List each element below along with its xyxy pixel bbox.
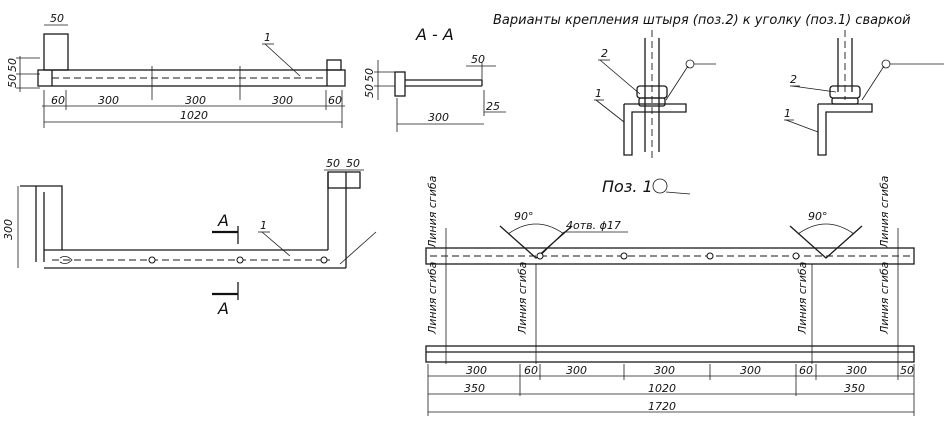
section-dim-50a: 50	[363, 68, 376, 82]
pos1-holes-label: 4отв. ϕ17	[566, 219, 621, 232]
pos1-dim-r1-60a: 60	[524, 364, 538, 377]
section-label: А - А	[415, 25, 454, 44]
variant2-weld-icon	[881, 59, 891, 69]
pos1-detail: Поз. 1 Линия сгиба Линия сгиба Линия сги…	[425, 175, 915, 416]
elevation-dim-300: 300	[2, 219, 15, 240]
bend-line-label-5: Линия сгиба	[796, 261, 809, 335]
pos1-dim-r1-50: 50	[900, 364, 914, 377]
elevation-view: 300 50 50 1 А А	[2, 157, 377, 318]
pos1-blank	[425, 247, 915, 265]
variant1-weld-icon	[685, 59, 695, 69]
pos1-dim-r2-350a: 350	[464, 382, 485, 395]
section-dim-300: 300	[428, 111, 449, 124]
bend-line-label-6: Линия сгиба	[878, 261, 891, 335]
pos1-dim-total: 1720	[648, 400, 676, 413]
weld-variant-2: 2 1	[784, 30, 944, 156]
pos1-angle-left: 90°	[514, 210, 534, 223]
variant2-label-1: 1	[784, 107, 791, 120]
pos1-dim-r2-350b: 350	[844, 382, 865, 395]
pos1-dim-r1-300b: 300	[566, 364, 587, 377]
elevation-top-plate	[327, 171, 361, 189]
plan-dim-left-50b: 50	[6, 74, 19, 88]
section-mark-a-top: А	[217, 211, 229, 230]
plan-dim-300a: 300	[98, 94, 119, 107]
section-a-a-view: 50 50 50 25 300	[363, 53, 506, 132]
pos1-dim-r1-300e: 300	[846, 364, 867, 377]
pos1-label: Поз. 1	[602, 177, 653, 196]
plan-dim-60a: 60	[51, 94, 65, 107]
plan-dim-1020: 1020	[180, 109, 208, 122]
pos1-blank-elevation	[425, 345, 915, 363]
plan-dim-60b: 60	[328, 94, 342, 107]
pos1-view-icon	[652, 178, 668, 194]
section-dim-25: 25	[486, 100, 500, 113]
plan-dim-left-50a: 50	[6, 58, 19, 72]
plan-dim-300b: 300	[185, 94, 206, 107]
plan-stub-right	[326, 59, 342, 71]
plan-label-1: 1	[264, 31, 271, 44]
pos1-dim-r1-300a: 300	[466, 364, 487, 377]
bend-line-label-4: Линия сгиба	[516, 261, 529, 335]
section-dim-50b: 50	[363, 84, 376, 98]
elevation-dim-50b: 50	[346, 157, 360, 170]
elevation-dim-50a: 50	[326, 157, 340, 170]
elevation-label-1: 1	[260, 219, 267, 232]
variant2-angle	[817, 103, 873, 156]
plan-view: 1 50 50 50 60 300 300 300 60 1020	[6, 12, 346, 128]
bend-line-label-3: Линия сгиба	[426, 261, 439, 335]
variant1-washer	[638, 97, 666, 107]
variant1-label-1: 1	[595, 87, 602, 100]
bend-line-label-1: Линия сгиба	[426, 175, 439, 249]
pos1-dim-r1-60b: 60	[799, 364, 813, 377]
variants-title: Варианты крепления штыря (поз.2) к уголк…	[493, 13, 911, 28]
plan-dim-top-50: 50	[50, 12, 64, 25]
weld-variant-1: 2 1	[594, 30, 716, 160]
variant2-label-2: 2	[790, 73, 797, 86]
variant1-label-2: 2	[601, 47, 608, 60]
section-dim-50c: 50	[471, 53, 485, 66]
pos1-dim-r2-1020: 1020	[648, 382, 676, 395]
pos1-angle-right: 90°	[808, 210, 828, 223]
plan-dim-300c: 300	[272, 94, 293, 107]
section-upright	[394, 71, 406, 97]
variant1-angle	[623, 103, 687, 156]
bend-line-label-2: Линия сгиба	[878, 175, 891, 249]
plan-bar	[37, 69, 346, 87]
section-mark-a-bottom: А	[217, 299, 229, 318]
plan-stub-left	[43, 33, 69, 71]
pos1-dim-r1-300c: 300	[654, 364, 675, 377]
pos1-dim-r1-300d: 300	[740, 364, 761, 377]
